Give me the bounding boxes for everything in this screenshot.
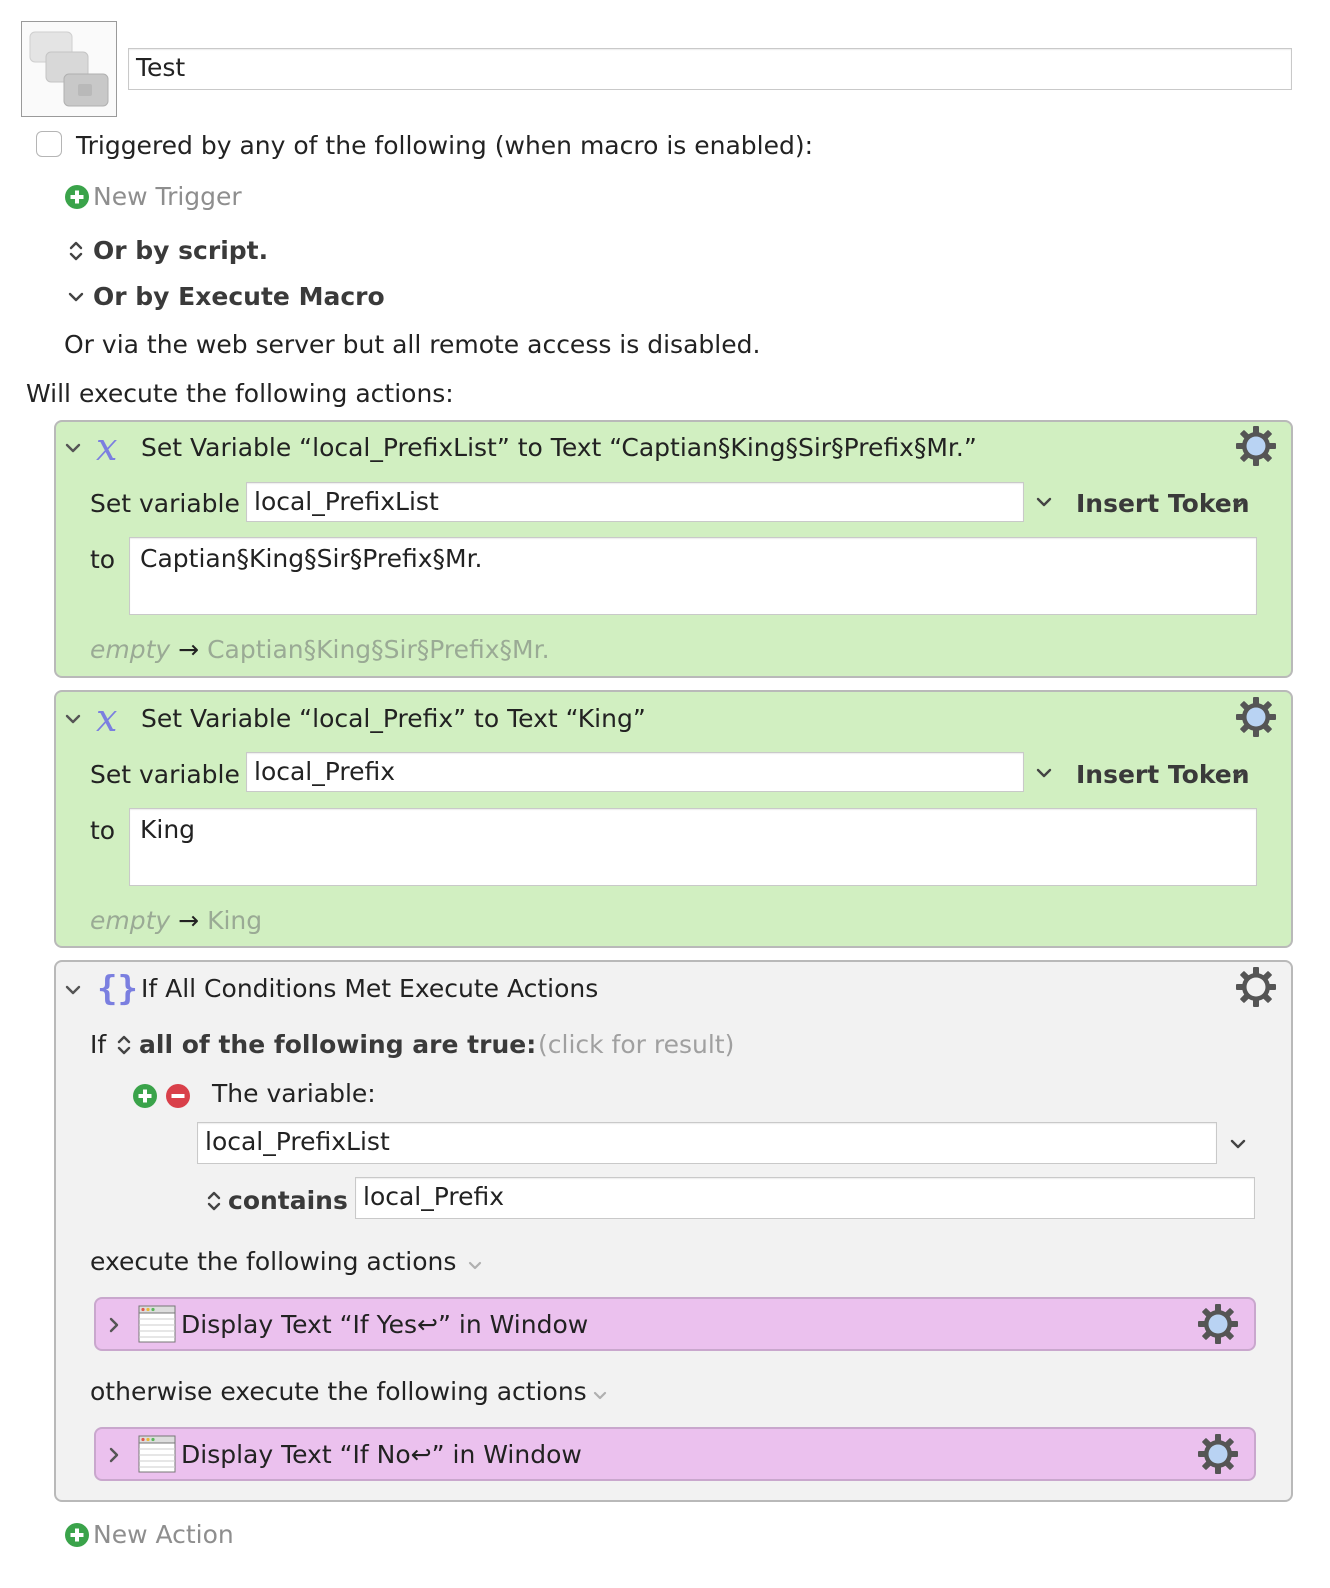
- condition-variable-input[interactable]: local_PrefixList: [197, 1122, 1217, 1164]
- variable-dropdown-chevron-icon[interactable]: [1224, 1130, 1252, 1158]
- action-title: If All Conditions Met Execute Actions: [141, 974, 599, 1003]
- updown-chevron-icon: [207, 1191, 221, 1211]
- triggers-checkbox[interactable]: [36, 131, 62, 157]
- else-action-title: Display Text “If No↩” in Window: [181, 1440, 582, 1469]
- preview-line: empty → King: [90, 906, 262, 936]
- then-action-display-text[interactable]: Display Text “If Yes↩” in Window: [94, 1297, 1256, 1351]
- preview-before: empty: [90, 635, 171, 664]
- variable-x-icon: x: [96, 697, 117, 740]
- preview-after: Captian§King§Sir§Prefix§Mr.: [207, 635, 550, 664]
- condition-operand-input[interactable]: local_Prefix: [355, 1177, 1255, 1219]
- window-icon: [138, 1435, 176, 1473]
- chevron-down-icon[interactable]: [587, 1382, 615, 1410]
- insert-token-button[interactable]: Insert Token: [1076, 760, 1256, 790]
- variable-dropdown-chevron-icon[interactable]: [1030, 488, 1058, 516]
- braces-icon: {}: [97, 969, 138, 1009]
- new-action-button[interactable]: New Action: [64, 1520, 264, 1550]
- arrow-right-icon: →: [178, 635, 200, 664]
- text-value-area[interactable]: Captian§King§Sir§Prefix§Mr.: [129, 537, 1257, 615]
- web-server-note: Or via the web server but all remote acc…: [64, 330, 761, 359]
- plus-circle-icon: [65, 185, 89, 209]
- else-label: otherwise execute the following actions: [90, 1377, 587, 1406]
- condition-mode-label: all of the following are true:: [139, 1030, 537, 1059]
- then-label: execute the following actions: [90, 1247, 457, 1276]
- gear-icon[interactable]: [1234, 965, 1278, 1009]
- variable-x-icon: x: [96, 426, 117, 469]
- insert-token-label: Insert Token: [1076, 489, 1250, 518]
- chevron-down-icon[interactable]: [60, 434, 88, 462]
- new-trigger-label: New Trigger: [93, 182, 242, 211]
- chevron-down-icon: [68, 292, 84, 302]
- preview-before: empty: [90, 906, 171, 935]
- or-by-script-toggle[interactable]: Or by script.: [64, 236, 268, 266]
- variable-name-input[interactable]: local_Prefix: [246, 752, 1024, 792]
- to-label: to: [90, 545, 116, 574]
- gear-icon[interactable]: [1234, 424, 1278, 468]
- action-title: Set Variable “local_PrefixList” to Text …: [141, 433, 977, 462]
- or-by-execute-macro-label: Or by Execute Macro: [93, 282, 385, 311]
- or-by-script-label: Or by script.: [93, 236, 269, 265]
- macro-name-input[interactable]: Test: [128, 48, 1292, 90]
- action-set-variable-prefixlist[interactable]: x Set Variable “local_PrefixList” to Tex…: [54, 420, 1293, 678]
- new-action-label: New Action: [93, 1520, 234, 1549]
- updown-chevron-icon: [117, 1035, 131, 1055]
- if-label: If: [90, 1030, 107, 1059]
- else-action-display-text[interactable]: Display Text “If No↩” in Window: [94, 1427, 1256, 1481]
- variable-name-input[interactable]: local_PrefixList: [246, 482, 1024, 522]
- chevron-down-icon[interactable]: [60, 976, 88, 1004]
- minus-circle-icon[interactable]: [165, 1083, 191, 1109]
- chevron-right-icon[interactable]: [100, 1311, 128, 1339]
- set-variable-label: Set variable: [90, 489, 240, 518]
- operator-popup[interactable]: contains: [202, 1186, 348, 1216]
- preview-after: King: [207, 906, 263, 935]
- insert-token-button[interactable]: Insert Token: [1076, 489, 1256, 519]
- set-variable-label: Set variable: [90, 760, 240, 789]
- text-value-area[interactable]: King: [129, 808, 1257, 886]
- chevron-down-icon: [1232, 770, 1246, 779]
- plus-circle-icon[interactable]: [132, 1083, 158, 1109]
- gear-icon[interactable]: [1196, 1302, 1240, 1346]
- chevron-down-icon[interactable]: [60, 705, 88, 733]
- gear-icon[interactable]: [1196, 1432, 1240, 1476]
- or-by-execute-macro-toggle[interactable]: Or by Execute Macro: [64, 282, 385, 312]
- condition-mode-popup[interactable]: all of the following are true:: [112, 1030, 536, 1060]
- chevron-down-icon: [1232, 499, 1246, 508]
- gear-icon[interactable]: [1234, 695, 1278, 739]
- operator-label: contains: [228, 1186, 348, 1215]
- svg-text:{}: {}: [97, 969, 138, 1009]
- the-variable-label: The variable:: [212, 1079, 376, 1108]
- insert-token-label: Insert Token: [1076, 760, 1250, 789]
- variable-dropdown-chevron-icon[interactable]: [1030, 759, 1058, 787]
- updown-chevron-icon: [69, 241, 83, 261]
- chevron-down-icon[interactable]: [462, 1252, 490, 1280]
- chevron-right-icon[interactable]: [100, 1441, 128, 1469]
- window-icon: [138, 1305, 176, 1343]
- action-set-variable-prefix[interactable]: x Set Variable “local_Prefix” to Text “K…: [54, 690, 1293, 948]
- preview-line: empty → Captian§King§Sir§Prefix§Mr.: [90, 635, 550, 665]
- click-for-result[interactable]: (click for result): [538, 1030, 735, 1059]
- to-label: to: [90, 816, 116, 845]
- triggers-heading: Triggered by any of the following (when …: [76, 131, 814, 160]
- actions-heading: Will execute the following actions:: [26, 379, 454, 408]
- svg-text:x: x: [96, 697, 117, 740]
- action-title: Set Variable “local_Prefix” to Text “Kin…: [141, 704, 646, 733]
- plus-circle-icon: [65, 1523, 89, 1547]
- svg-text:x: x: [96, 426, 117, 469]
- arrow-right-icon: →: [178, 906, 200, 935]
- macro-icon[interactable]: [21, 21, 117, 117]
- then-action-title: Display Text “If Yes↩” in Window: [181, 1310, 589, 1339]
- action-if-conditions[interactable]: {} If All Conditions Met Execute Actions…: [54, 960, 1293, 1502]
